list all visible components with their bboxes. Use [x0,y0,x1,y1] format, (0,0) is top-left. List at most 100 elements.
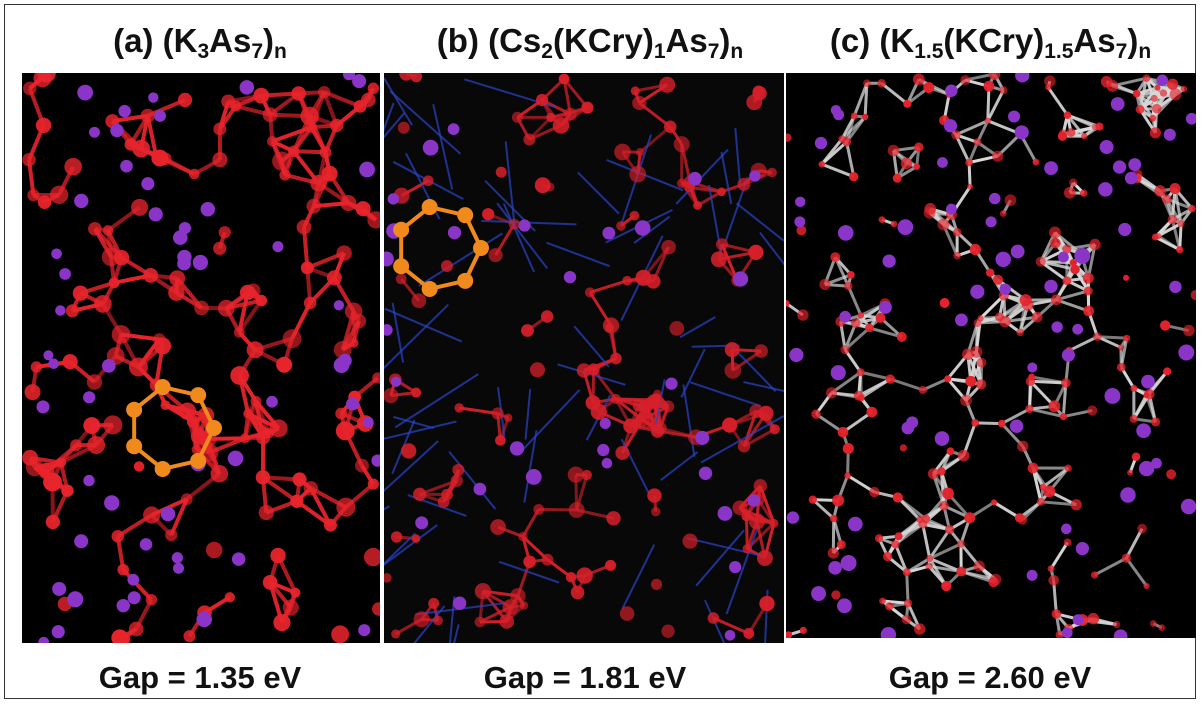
atom [319,146,332,159]
atom [844,472,851,479]
atom [143,267,159,283]
cation-atom [943,119,958,133]
cation-atom [597,443,610,457]
network-bond [759,231,784,266]
atom [558,73,570,85]
atom [576,363,592,378]
atom [1121,553,1132,563]
cation-atom [148,207,163,222]
atom [355,201,371,217]
atom [1160,320,1171,331]
cation-atom [1120,487,1136,503]
atom [1081,133,1088,140]
atom [355,458,369,473]
highlight-atom [154,379,171,396]
network-bond [453,624,460,643]
atom [984,117,991,124]
panel-b-gap-label: Gap = 1.81 eV [483,660,687,695]
atom [23,81,37,96]
atom [1063,186,1076,199]
cation-atom [563,270,577,284]
cation-atom [1169,280,1182,294]
cation-atom [139,538,153,551]
atom [940,298,948,305]
cation-atom [665,377,678,390]
atom [1031,311,1043,323]
network-bond [695,529,745,587]
atom [399,73,414,81]
cation-atom [906,416,919,429]
cation-atom [74,534,89,549]
atom [336,497,356,517]
cation-atom [192,254,208,271]
cation-atom [1104,388,1121,404]
bond [993,501,1021,520]
atom [831,590,841,600]
bond [821,162,855,179]
atom [30,361,43,373]
atom [887,144,900,157]
atom [1055,630,1064,638]
atom [836,540,846,550]
atom [585,395,601,411]
cation-atom [172,230,188,245]
cation-atom [945,84,958,97]
atom [488,248,503,263]
cation-atom [1027,362,1038,373]
atom [523,133,536,146]
cation-atom [148,92,159,103]
highlight-atom [457,207,474,224]
cation-atom [154,109,166,122]
atom [190,428,207,445]
atom [321,165,338,182]
atom [610,352,622,365]
atom [1048,400,1061,413]
atom [953,251,961,260]
bond [1049,541,1069,570]
atom [504,413,513,423]
atom [300,106,319,126]
bond [889,377,924,392]
atom [584,287,596,298]
atom [348,338,359,348]
atom [992,274,1003,285]
cation-atom [525,469,542,485]
bond [815,412,844,434]
bond [842,410,873,434]
atom [743,628,755,639]
network-bond [735,202,784,242]
atom [710,251,727,268]
atom [1151,233,1159,241]
atom [102,225,114,236]
atom [885,602,894,611]
atom [541,553,554,566]
atom [552,117,570,134]
cation-atom [272,241,284,253]
atom [340,195,357,212]
network-bond [384,77,413,126]
atom [707,612,720,624]
atom [1017,440,1029,452]
atom [811,409,821,419]
atom [239,284,256,301]
atom [866,406,878,418]
atom [942,487,954,500]
bond [1136,91,1164,96]
cation-atom [786,511,800,524]
bond [845,116,867,143]
atom [1035,256,1046,267]
atom [605,323,615,333]
network-bond [502,203,535,273]
panel-b-structure-image [384,73,784,643]
atom [49,185,69,204]
atom [619,606,635,621]
network-bond [384,304,449,370]
network-bond [384,440,439,492]
bond [712,616,750,635]
cation-atom [795,196,806,207]
bond [271,125,313,144]
cation-atom [55,305,66,316]
atom [194,300,209,316]
cation-atom [346,397,360,411]
atom [1066,128,1076,137]
